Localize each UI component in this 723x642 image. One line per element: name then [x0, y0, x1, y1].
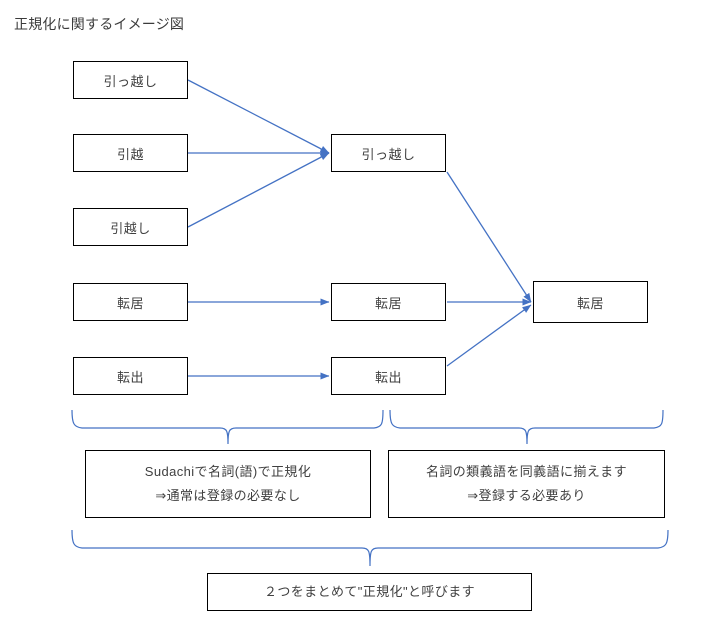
node-label: 転居: [116, 295, 144, 311]
caption-left-line-1: Sudachiで名詞(語)で正規化: [144, 463, 312, 479]
node-normalized-tenkyo[interactable]: 転居: [331, 283, 446, 321]
node-synonym-tenkyo[interactable]: 転居: [533, 281, 648, 323]
node-label: 引っ越し: [103, 73, 158, 89]
node-label: 転居: [374, 295, 402, 311]
node-source-tenkyo[interactable]: 転居: [73, 283, 188, 321]
node-label: 転居: [576, 295, 604, 311]
node-source-hikkoshi-2[interactable]: 引越: [73, 134, 188, 172]
node-normalized-hikkoshi[interactable]: 引っ越し: [331, 134, 446, 172]
node-label: 転出: [374, 369, 402, 385]
node-source-hikkoshi-1[interactable]: 引っ越し: [73, 61, 188, 99]
caption-right-line-2: ⇒登録する必要あり: [467, 488, 586, 503]
node-label: 引越し: [110, 220, 151, 236]
brace-bottom: [71, 529, 669, 567]
caption-bottom-box[interactable]: ２つをまとめて"正規化"と呼びます: [207, 573, 532, 611]
brace-left: [71, 409, 384, 445]
edge-hikkoshi3-to-hikkoshi: [187, 152, 330, 228]
node-label: 引っ越し: [361, 146, 416, 162]
node-source-hikkoshi-3[interactable]: 引越し: [73, 208, 188, 246]
caption-left-box[interactable]: Sudachiで名詞(語)で正規化 ⇒通常は登録の必要なし: [85, 450, 371, 518]
page-title: 正規化に関するイメージ図: [14, 16, 185, 32]
brace-right: [389, 409, 664, 445]
node-normalized-tenshutsu[interactable]: 転出: [331, 357, 446, 395]
edge-hikkoshi-to-final: [446, 171, 532, 303]
edge-hikkoshi1-to-hikkoshi: [187, 79, 330, 154]
edge-tenshutsu-to-final: [446, 304, 532, 367]
node-source-tenshutsu[interactable]: 転出: [73, 357, 188, 395]
caption-right-box[interactable]: 名詞の類義語を同義語に揃えます ⇒登録する必要あり: [388, 450, 665, 518]
caption-bottom-line-1: ２つをまとめて"正規化"と呼びます: [263, 583, 476, 599]
caption-left-line-2: ⇒通常は登録の必要なし: [155, 488, 301, 503]
caption-right-line-1: 名詞の類義語を同義語に揃えます: [425, 463, 627, 479]
node-label: 転出: [116, 369, 144, 385]
node-label: 引越: [116, 146, 144, 162]
